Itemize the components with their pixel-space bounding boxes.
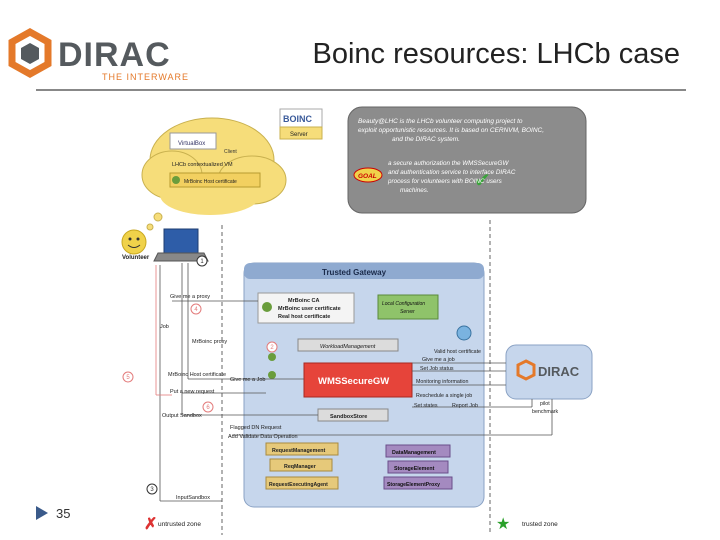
local-config-line-1: Local Configuration: [382, 301, 425, 307]
label-report-job: Report Job: [452, 403, 478, 409]
label-add-validate: Add Validate Data Operation: [228, 434, 298, 440]
logo-tagline: THE INTERWARE: [102, 72, 189, 82]
left-labels: Give me a proxy Job MrBoinc proxy MrBoin…: [160, 294, 298, 501]
hexagon-logo-icon: [8, 27, 52, 79]
step-6: 6: [206, 405, 210, 411]
valid-cert-icon: [456, 325, 472, 341]
label-give-job: Give me a Job: [230, 377, 265, 383]
label-give-proxy: Give me a proxy: [170, 294, 210, 300]
dirac-logo: DIRAC THE INTERWARE: [8, 27, 189, 82]
volunteer-label: Volunteer: [122, 255, 150, 261]
step-4: 4: [194, 307, 198, 313]
connectors: [159, 263, 553, 502]
goal-line-4: machines.: [400, 187, 429, 194]
label-job: Job: [160, 324, 169, 330]
label-pilot: pilot: [540, 401, 550, 407]
untrusted-zone-icon: ✗: [144, 516, 157, 533]
boinc-client-label: Client: [224, 149, 237, 155]
info-line-1: Beauty@LHC is the LHCb volunteer computi…: [358, 118, 523, 125]
info-box: Beauty@LHC is the LHCb volunteer computi…: [347, 106, 587, 214]
gateway-title: Trusted Gateway: [322, 268, 387, 277]
slide-title: Boinc resources: LHCb case: [312, 38, 681, 70]
check-icon: ✔: [474, 170, 491, 192]
data-mgmt-label: DataManagement: [392, 450, 436, 456]
page-number: 35: [56, 506, 71, 521]
cert-host: Real host certificate: [278, 314, 330, 320]
workload-mgmt-box: [297, 338, 399, 352]
goal-line-3: process for volunteers with BOINC users: [387, 178, 503, 185]
secure-gw-label: WMSSecureGW: [318, 376, 389, 387]
volunteer-cloud: VirtualBox Client LHCb contextualized VM…: [141, 117, 287, 231]
sandbox-store-label: SandboxStore: [330, 414, 367, 420]
trusted-zone-icon: ★: [496, 516, 510, 533]
step-5: 5: [126, 375, 130, 381]
label-reschedule: Reschedule a single job: [416, 393, 472, 399]
label-set-states: Set states: [414, 403, 438, 409]
laptop-icon: [163, 228, 199, 254]
request-mgmt-box: [265, 442, 339, 456]
goal-line-1: a secure authorization the WMSSecureGW: [388, 160, 509, 167]
dirac-service: DIRAC: [505, 344, 593, 400]
storage-proxy-box: [383, 476, 453, 490]
label-monitoring: Monitoring information: [416, 379, 468, 385]
info-line-2: exploit opportunistic resources. It is b…: [358, 127, 544, 134]
certificate-icon: [172, 176, 180, 184]
boinc-server-label: Server: [290, 132, 308, 138]
step-3: 3: [150, 487, 154, 493]
step-markers: 1 4 2 5 6 3: [122, 255, 278, 495]
step-2: 2: [270, 345, 274, 351]
request-agent-box: [265, 476, 339, 490]
boinc-server-logo: BOINC: [283, 114, 313, 124]
label-set-status: Set Job status: [420, 366, 454, 372]
label-output-sandbox: Output Sandbox: [162, 413, 202, 419]
virtualbox-label: VirtualBox: [178, 141, 205, 147]
goal-label: GOAL: [358, 173, 377, 180]
volunteer: Volunteer: [121, 228, 209, 262]
logo-wordmark: DIRAC: [58, 36, 171, 74]
architecture-diagram: VirtualBox Client LHCb contextualized VM…: [112, 95, 600, 540]
goal-line-2: and authentication service to interface …: [388, 169, 516, 176]
title-divider: [36, 89, 686, 91]
smiley-icon: [121, 229, 147, 255]
storage-element-label: StorageElement: [394, 466, 435, 472]
goal-badge: [353, 167, 383, 183]
label-give-job-right: Give me a job: [422, 357, 455, 363]
cloud-cert-label: MrBoinc Host certificate: [184, 179, 237, 185]
step-1: 1: [200, 259, 204, 265]
storage-element-box: [387, 460, 449, 474]
req-manager-label: ReqManager: [284, 464, 316, 470]
trusted-gateway: Trusted Gateway MrBoinc CA MrBoinc user …: [243, 262, 485, 508]
local-config-line-2: Server: [400, 309, 415, 315]
boinc-server: BOINC Server: [279, 108, 323, 140]
cert-user: MrBoinc user certificate: [278, 306, 341, 312]
req-manager-box: [269, 458, 333, 472]
label-mrboinc-host-cert: MrBoinc Host certificate: [168, 372, 226, 378]
label-mrboinc-proxy: MrBoinc proxy: [192, 339, 227, 345]
info-line-3: and the DIRAC system.: [392, 136, 460, 143]
cert-ca: MrBoinc CA: [288, 298, 320, 304]
vm-label: LHCb contextualized VM: [172, 162, 233, 168]
label-flagged-dn: Flagged DN Request: [230, 425, 282, 431]
label-input-sandbox: InputSandbox: [176, 495, 210, 501]
label-valid-host: Valid host certificate: [434, 349, 481, 355]
trusted-zone-label: trusted zone: [522, 521, 558, 528]
storage-proxy-label: StorageElementProxy: [387, 482, 440, 488]
label-put-request: Put a new request: [170, 389, 215, 395]
dirac-service-label: DIRAC: [538, 364, 580, 379]
label-benchmark: benchmark: [532, 409, 559, 415]
dirac-hexagon-icon: [516, 359, 536, 381]
local-config-box: [377, 294, 439, 320]
request-mgmt-label: RequestManagement: [272, 448, 326, 454]
secure-gw-box: [303, 362, 413, 398]
workload-mgmt-label: WorkloadManagement: [320, 344, 376, 350]
data-mgmt-box: [385, 444, 451, 458]
ca-certificate-icon: [262, 302, 272, 312]
right-labels: Valid host certificate Give me a job Set…: [414, 349, 559, 415]
untrusted-zone-label: untrusted zone: [158, 521, 201, 528]
page-marker-icon: [36, 506, 48, 520]
request-agent-label: RequestExecutingAgent: [269, 482, 328, 488]
